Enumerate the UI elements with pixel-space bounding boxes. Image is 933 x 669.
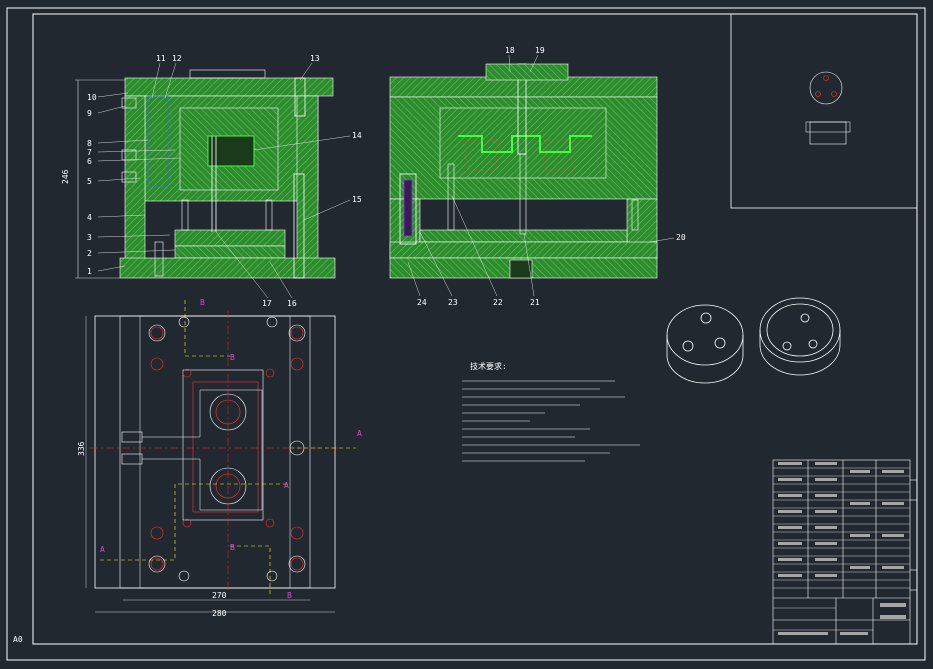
part-21: 21: [530, 298, 540, 307]
part-16: 16: [287, 299, 297, 308]
part-22: 22: [493, 298, 503, 307]
section-a-mid: A: [284, 481, 289, 490]
section-a-left: A: [100, 545, 105, 554]
notes-title: 技术要求:: [470, 361, 507, 371]
part-8: 8: [87, 139, 92, 148]
part-6: 6: [87, 157, 92, 166]
part-10: 10: [87, 93, 97, 102]
part-1: 1: [87, 267, 92, 276]
part-20: 20: [676, 233, 686, 242]
part-18: 18: [505, 46, 515, 55]
title-block-fill: [778, 462, 906, 635]
part-7: 7: [87, 148, 92, 157]
part-3d-views: [666, 297, 841, 384]
left-part-labels: 10 9 8 7 6 5 4 3 2 1 11 12 13 14 15 17 1…: [87, 54, 362, 308]
dim-width-inner: 270: [212, 591, 227, 600]
section-b-low: B: [230, 543, 235, 552]
part-23: 23: [448, 298, 458, 307]
right-section-view: 18 19 20 24 23 22 21: [389, 46, 686, 307]
title-block-rows: [773, 467, 910, 631]
technical-notes: 技术要求:: [462, 361, 640, 462]
section-b-top: B: [200, 298, 205, 307]
left-section-view: 246 10 9 8 7 6 5 4 3 2 1 11 12 13 14 15 …: [61, 54, 362, 308]
part-15: 15: [352, 195, 362, 204]
part-9: 9: [87, 109, 92, 118]
part-13: 13: [310, 54, 320, 63]
part-19: 19: [535, 46, 545, 55]
dim-width-outer: 280: [212, 609, 227, 618]
plan-view: B B A A A B B 270 280 336: [77, 298, 362, 618]
sheet-inner-border: [32, 13, 918, 645]
part-5: 5: [87, 177, 92, 186]
part-14: 14: [352, 131, 362, 140]
part-11: 11: [156, 54, 166, 63]
part-12: 12: [172, 54, 182, 63]
section-b-bottom: B: [287, 591, 292, 600]
title-block: [772, 459, 917, 645]
dim-height-plan: 336: [77, 441, 86, 456]
sheet-mark: A0: [13, 635, 23, 644]
part-detail-views: [730, 13, 918, 209]
section-a-right: A: [357, 429, 362, 438]
part-24: 24: [417, 298, 427, 307]
part-17: 17: [262, 299, 272, 308]
section-b-mid: B: [230, 353, 235, 362]
dim-height-left: 246: [61, 169, 70, 184]
part-4: 4: [87, 213, 92, 222]
sheet-outer-border: [6, 7, 926, 661]
part-2: 2: [87, 249, 92, 258]
part-3: 3: [87, 233, 92, 242]
